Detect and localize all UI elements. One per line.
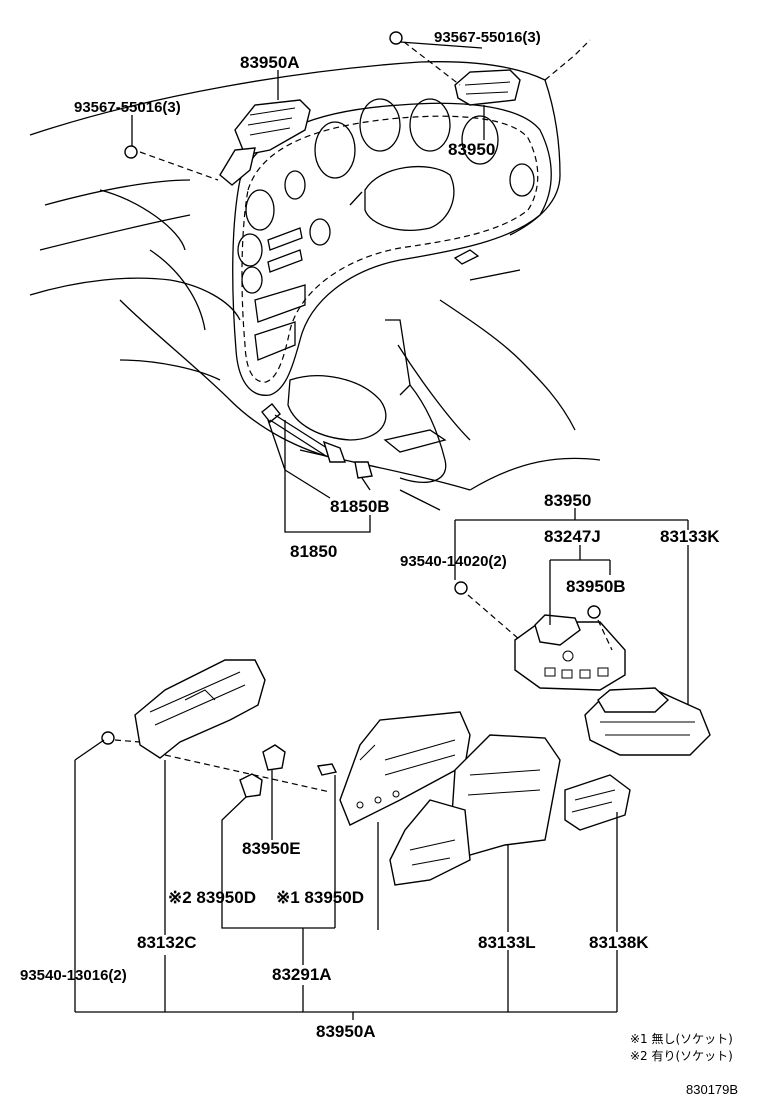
label-83950-assembly: 83950 [544,491,591,510]
label-83247j: 83247J [544,527,601,546]
label-93540-14020: 93540-14020(2) [400,553,507,570]
label-83291a: 83291A [272,965,332,984]
label-83950-vent: 83950 [448,140,495,159]
dashboard-illustration [29,31,601,511]
label-83950a-bottom: 83950A [316,1022,376,1041]
label-83950d-1: ※1 83950D [276,888,364,907]
label-83950e: 83950E [242,839,301,858]
switch-assembly-illustration [454,581,711,756]
label-83133l: 83133L [478,933,536,952]
label-83132c: 83132C [137,933,197,952]
lower-parts-illustration [101,659,631,886]
leader-lines [74,41,689,1020]
label-93540-13016: 93540-13016(2) [20,967,127,984]
label-83950b: 83950B [566,577,626,596]
label-93567-55016-top: 93567-55016(3) [434,29,541,46]
label-81850: 81850 [290,542,337,561]
note-1: ※1 無し(ソケット) [630,1031,733,1046]
label-83950d-2: ※2 83950D [168,888,256,907]
label-83138k: 83138K [589,933,649,952]
label-83950a-top: 83950A [240,53,300,72]
label-83133k: 83133K [660,527,720,546]
diagram-code: 830179B [686,1082,738,1097]
note-2: ※2 有り(ソケット) [630,1049,733,1063]
label-81850b: 81850B [330,497,390,516]
label-93567-55016-left: 93567-55016(3) [74,99,181,116]
